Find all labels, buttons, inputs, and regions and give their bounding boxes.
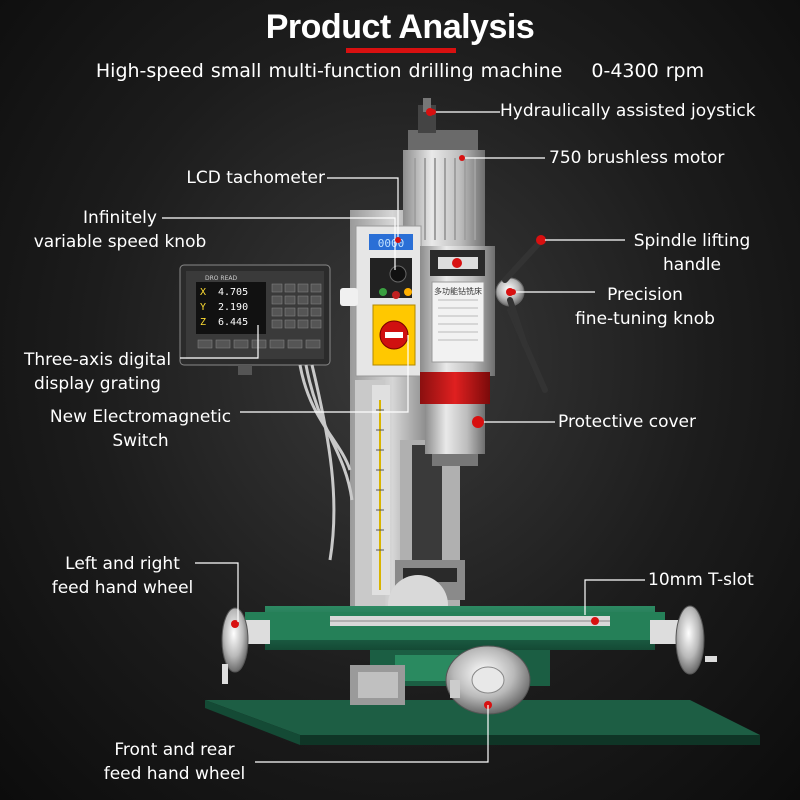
dro-axis-z: Z	[200, 317, 206, 328]
spindle-head: 多功能钻铣床	[420, 235, 548, 393]
callout-fine-knob: Precision fine-tuning knob	[560, 283, 730, 331]
callout-fine-knob-line1: Precision	[607, 285, 683, 305]
dro-axis-y: Y	[200, 302, 206, 313]
speed-range: 0-4300 rpm	[591, 60, 705, 82]
callout-switch-line1: New Electromagnetic	[49, 407, 232, 427]
callout-lifting-handle-line2: handle	[663, 255, 721, 275]
spindle-lifting-handle	[502, 239, 548, 393]
callout-fine-knob-line2: fine-tuning knob	[575, 309, 715, 329]
callout-switch: New Electromagnetic Switch	[28, 405, 253, 453]
speed-knob	[389, 265, 407, 283]
tachometer-reading: 0000	[378, 237, 405, 250]
title-underline	[346, 48, 456, 53]
callout-tachometer: LCD tachometer	[186, 168, 325, 188]
callout-lr-wheel-line1: Left and right	[65, 554, 180, 574]
callout-speed-knob-line2: variable speed knob	[33, 232, 207, 252]
front-hand-wheel	[445, 645, 531, 715]
callout-joystick: Hydraulically assisted joystick	[500, 101, 756, 121]
left-hand-wheel	[221, 607, 249, 684]
dro-brand: DRO READ	[205, 275, 237, 282]
subtitle: High-speed small multi-function drilling…	[0, 60, 800, 82]
dro-value-z: 6.445	[218, 317, 248, 328]
page-title: Product Analysis	[265, 8, 535, 46]
plate-text: 多功能钻铣床	[434, 286, 482, 296]
callout-speed-knob: Infinitely variable speed knob	[10, 206, 230, 254]
dro-axis-x: X	[200, 287, 206, 298]
callout-fr-wheel: Front and rear feed hand wheel	[92, 738, 257, 786]
callout-cover: Protective cover	[558, 412, 697, 432]
dro-display: DRO READ X Y Z 4.705 2.190 6.445	[179, 264, 331, 375]
callout-dro-line2: display grating	[34, 374, 161, 394]
callout-tslot: 10mm T-slot	[648, 570, 754, 590]
subtitle-text: High-speed small multi-function drilling…	[95, 60, 563, 82]
callout-lr-wheel-line2: feed hand wheel	[51, 578, 194, 598]
cables	[298, 364, 354, 561]
callout-dro-line1: Three-axis digital	[23, 350, 172, 370]
callout-dro: Three-axis digital display grating	[5, 348, 190, 396]
side-knob	[340, 288, 358, 306]
callout-switch-line2: Switch	[112, 431, 169, 451]
dro-value-x: 4.705	[218, 287, 248, 298]
right-hand-wheel	[675, 605, 717, 675]
callout-lifting-handle: Spindle lifting handle	[622, 229, 762, 277]
spec-plate	[431, 281, 485, 363]
callout-lifting-handle-line1: Spindle lifting	[633, 231, 751, 251]
dro-value-y: 2.190	[218, 302, 248, 313]
callout-motor: 750 brushless motor	[549, 148, 725, 168]
protective-cover	[420, 372, 490, 466]
callout-fr-wheel-line1: Front and rear	[114, 740, 235, 760]
callout-lr-wheel: Left and right feed hand wheel	[40, 552, 205, 600]
callout-speed-knob-line1: Infinitely	[83, 208, 157, 228]
callout-fr-wheel-line2: feed hand wheel	[103, 764, 246, 784]
